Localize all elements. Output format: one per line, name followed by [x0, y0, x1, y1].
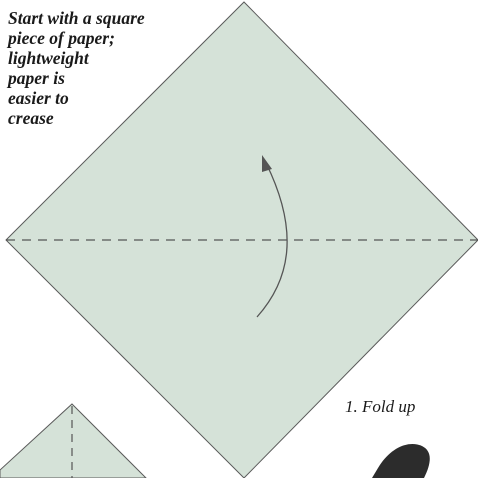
fold-arrow-icon — [256, 162, 288, 318]
intro-line: Start with a square — [8, 8, 145, 28]
intro-line: piece of paper; — [8, 28, 115, 48]
intro-instruction: Start with a square piece of paper; ligh… — [8, 8, 145, 128]
intro-line: easier to — [8, 88, 69, 108]
intro-line: paper is — [8, 68, 65, 88]
intro-line: lightweight — [8, 48, 89, 68]
ink-smudge — [372, 444, 430, 478]
step-label: 1. Fold up — [345, 397, 416, 416]
intro-line: crease — [8, 108, 54, 128]
next-step-paper — [0, 403, 147, 478]
square-paper-diamond — [5, 1, 478, 478]
fold-arrow-head-icon — [262, 155, 272, 172]
